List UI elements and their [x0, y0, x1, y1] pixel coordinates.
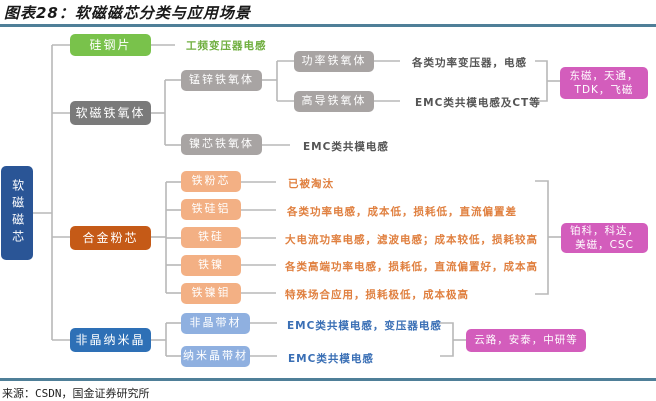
node-soft-ferrite: 软磁铁氧体 [70, 101, 151, 125]
node-amorphous-nanocrystalline: 非晶纳米晶 [70, 328, 151, 352]
node-power-ferrite-label: 功率铁氧体 [301, 54, 367, 68]
node-nanocrystalline-ribbon-label: 纳米晶带材 [183, 349, 248, 363]
app-nanocrystalline-ribbon: EMC类共模电感 [288, 353, 374, 365]
node-alloy-powder-label: 合金粉芯 [82, 230, 139, 245]
node-mnzn-ferrite: 锰锌铁氧体 [181, 70, 262, 91]
title-rule [0, 24, 656, 27]
app-high-perm-ferrite: EMC类共模电感及CT等 [415, 97, 541, 109]
vendors-alloy: 铂科，科达，美磁，CSC [561, 223, 648, 253]
vendors-amorphous-label: 云路，安泰，中研等 [474, 334, 578, 347]
node-mnzn-ferrite-label: 锰锌铁氧体 [189, 73, 254, 87]
vendors-ferrite-label: 东磁，天通，TDK，飞磁 [569, 69, 639, 96]
node-high-perm-ferrite: 高导铁氧体 [294, 91, 374, 112]
vendors-alloy-label: 铂科，科达，美磁，CSC [570, 224, 639, 251]
app-alloy-sendust: 各类功率电感，成本低，损耗低，直流偏置差 [287, 206, 517, 218]
root-label: 软磁磁芯 [10, 179, 25, 247]
node-alloy-feni-label: 铁镍 [198, 258, 224, 272]
node-alloy-fenimo-label: 铁镍钼 [191, 286, 231, 300]
node-amorphous-label: 非晶纳米晶 [75, 332, 146, 347]
node-nanocrystalline-ribbon: 纳米晶带材 [181, 346, 250, 367]
node-alloy-fesi-label: 铁硅 [198, 230, 224, 244]
figure-title: 图表28：软磁磁芯分类与应用场景 [4, 4, 251, 22]
node-alloy-sendust: 铁硅铝 [181, 199, 241, 220]
vendors-ferrite: 东磁，天通，TDK，飞磁 [560, 67, 648, 99]
node-alloy-sendust-label: 铁硅铝 [191, 202, 231, 216]
node-high-perm-ferrite-label: 高导铁氧体 [301, 94, 367, 108]
node-silicon-steel-label: 硅钢片 [89, 37, 132, 52]
app-alloy-fenimo: 特殊场合应用，损耗极低，成本极高 [285, 289, 469, 301]
node-power-ferrite: 功率铁氧体 [294, 51, 374, 72]
node-amorphous-ribbon: 非晶带材 [181, 313, 250, 334]
node-soft-ferrite-label: 软磁铁氧体 [75, 105, 146, 120]
node-silicon-steel: 硅钢片 [70, 34, 151, 56]
node-nizn-ferrite-label: 镍芯铁氧体 [189, 137, 254, 151]
node-nizn-ferrite: 镍芯铁氧体 [181, 134, 262, 155]
footer-rule [0, 378, 656, 381]
node-alloy-fesi: 铁硅 [181, 227, 241, 248]
node-alloy-powder: 合金粉芯 [70, 226, 151, 250]
vendors-amorphous: 云路，安泰，中研等 [466, 329, 586, 352]
app-alloy-feni: 各类高端功率电感，损耗低，直流偏置好，成本高 [285, 261, 538, 273]
source-note: 来源：CSDN，国金证券研究所 [2, 387, 150, 400]
node-alloy-feni: 铁镍 [181, 255, 241, 276]
app-silicon-steel: 工频变压器电感 [186, 40, 267, 52]
node-alloy-fenimo: 铁镍钼 [181, 283, 241, 304]
node-alloy-iron-powder: 铁粉芯 [181, 171, 241, 192]
node-alloy-iron-powder-label: 铁粉芯 [191, 174, 231, 188]
app-alloy-fesi: 大电流功率电感，滤波电感；成本较低，损耗较高 [285, 234, 538, 246]
app-nizn-ferrite: EMC类共模电感 [303, 141, 389, 153]
app-power-ferrite: 各类功率变压器，电感 [412, 57, 527, 69]
app-alloy-iron-powder: 已被淘汰 [288, 178, 334, 190]
root-node-soft-magnetic-core: 软磁磁芯 [1, 166, 33, 260]
app-amorphous-ribbon: EMC类共模电感，变压器电感 [287, 320, 442, 332]
node-amorphous-ribbon-label: 非晶带材 [189, 316, 242, 330]
